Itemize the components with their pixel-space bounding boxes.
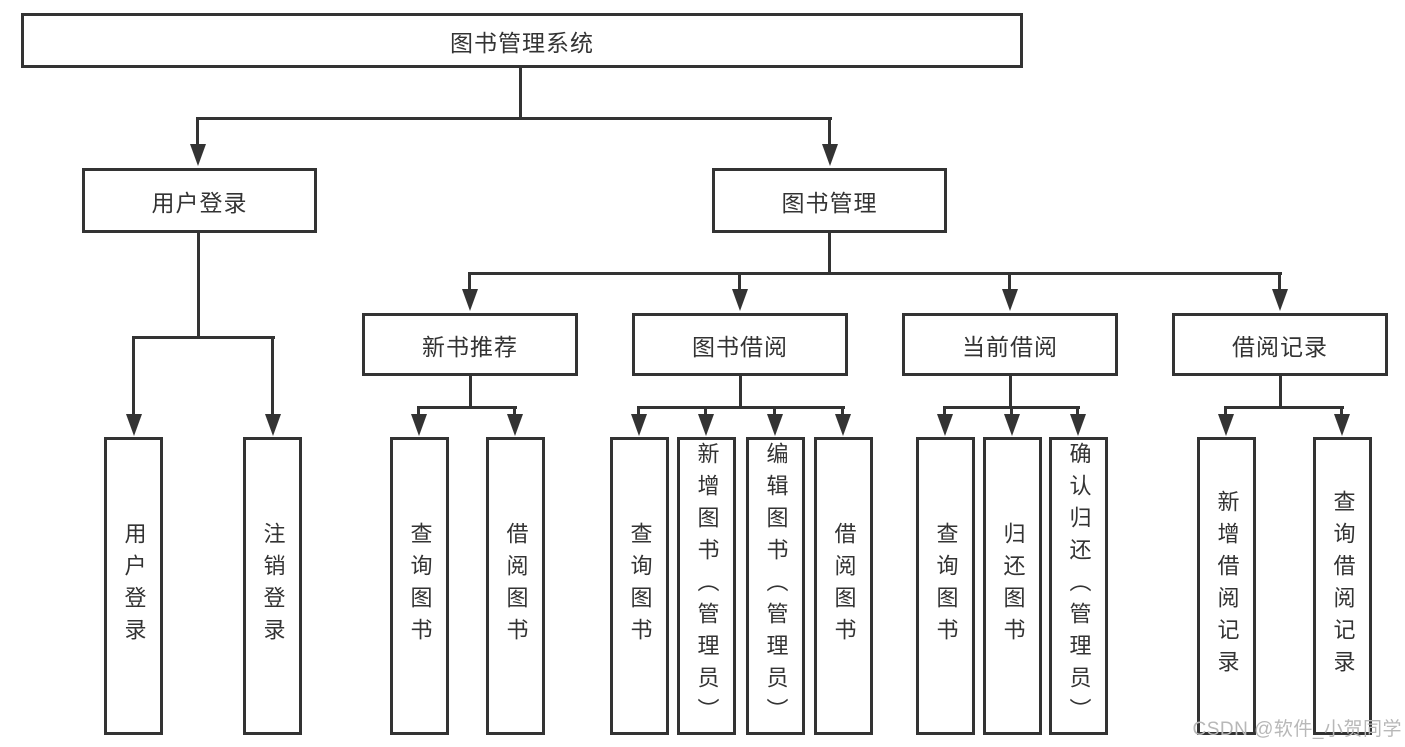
leaf-logout-label: 注销登录 <box>260 522 286 650</box>
arrow-down-icon <box>697 406 714 436</box>
leaf-user-login: 用户登录 <box>104 437 163 735</box>
connector-line <box>739 376 742 408</box>
leaf-query-books-borrowing-label: 查询图书 <box>627 522 653 650</box>
arrow-down-icon <box>1069 406 1086 436</box>
arrow-down-icon <box>1333 406 1350 436</box>
node-book-management-label: 图书管理 <box>781 189 878 216</box>
node-book-management: 图书管理 <box>712 168 947 233</box>
arrow-down-icon <box>834 406 851 436</box>
leaf-query-books-recommend-label: 查询图书 <box>407 522 433 650</box>
node-book-borrowing: 图书借阅 <box>632 313 848 376</box>
arrow-down-icon <box>630 406 647 436</box>
connector-line <box>469 376 472 408</box>
arrow-down-icon <box>125 336 142 436</box>
leaf-return-books: 归还图书 <box>983 437 1042 735</box>
leaf-confirm-return-admin-label: 确认归还（管理员） <box>1066 442 1092 730</box>
connector-line <box>1279 376 1282 408</box>
node-current-borrowing-label: 当前借阅 <box>962 333 1058 360</box>
connector-line <box>1224 406 1344 409</box>
leaf-borrow-books-borrowing: 借阅图书 <box>814 437 873 735</box>
connector-line <box>197 233 200 338</box>
leaf-borrow-books-recommend-label: 借阅图书 <box>503 522 529 650</box>
node-user-login-label: 用户登录 <box>151 189 248 216</box>
connector-line <box>637 406 845 409</box>
leaf-return-books-label: 归还图书 <box>1000 522 1026 650</box>
connector-line <box>468 272 1282 275</box>
node-borrowing-records-label: 借阅记录 <box>1232 333 1328 360</box>
connector-line <box>132 336 275 339</box>
leaf-add-books-admin-label: 新增图书（管理员） <box>694 442 720 730</box>
leaf-query-borrow-record: 查询借阅记录 <box>1313 437 1372 735</box>
connector-line <box>196 117 832 120</box>
arrow-down-icon <box>189 117 206 166</box>
watermark: CSDN @软件_小贺同学 <box>1192 719 1402 740</box>
arrow-down-icon <box>731 272 748 311</box>
node-new-book-recommend-label: 新书推荐 <box>422 333 518 360</box>
arrow-down-icon <box>936 406 953 436</box>
node-book-borrowing-label: 图书借阅 <box>692 333 788 360</box>
connector-line <box>1009 376 1012 408</box>
node-borrowing-records: 借阅记录 <box>1172 313 1388 376</box>
connector-line <box>519 68 522 119</box>
leaf-query-borrow-record-label: 查询借阅记录 <box>1330 490 1356 682</box>
arrow-down-icon <box>1001 272 1018 311</box>
node-new-book-recommend: 新书推荐 <box>362 313 578 376</box>
leaf-borrow-books-recommend: 借阅图书 <box>486 437 545 735</box>
leaf-query-books-current: 查询图书 <box>916 437 975 735</box>
leaf-query-books-borrowing: 查询图书 <box>610 437 669 735</box>
node-user-login: 用户登录 <box>82 168 317 233</box>
leaf-add-books-admin: 新增图书（管理员） <box>677 437 736 735</box>
leaf-logout: 注销登录 <box>243 437 302 735</box>
leaf-query-books-recommend: 查询图书 <box>390 437 449 735</box>
leaf-edit-books-admin: 编辑图书（管理员） <box>746 437 805 735</box>
node-root-label: 图书管理系统 <box>450 29 594 56</box>
arrow-down-icon <box>1003 406 1020 436</box>
connector-line <box>828 233 831 274</box>
arrow-down-icon <box>264 336 281 436</box>
leaf-add-borrow-record-label: 新增借阅记录 <box>1214 490 1240 682</box>
arrow-down-icon <box>1217 406 1234 436</box>
arrow-down-icon <box>1271 272 1288 311</box>
leaf-edit-books-admin-label: 编辑图书（管理员） <box>763 442 789 730</box>
connector-line <box>417 406 517 409</box>
leaf-add-borrow-record: 新增借阅记录 <box>1197 437 1256 735</box>
arrow-down-icon <box>821 117 838 166</box>
arrow-down-icon <box>506 406 523 436</box>
arrow-down-icon <box>461 272 478 311</box>
arrow-down-icon <box>410 406 427 436</box>
node-root: 图书管理系统 <box>21 13 1023 68</box>
node-current-borrowing: 当前借阅 <box>902 313 1118 376</box>
arrow-down-icon <box>766 406 783 436</box>
leaf-user-login-label: 用户登录 <box>121 522 147 650</box>
leaf-confirm-return-admin: 确认归还（管理员） <box>1049 437 1108 735</box>
leaf-borrow-books-borrowing-label: 借阅图书 <box>831 522 857 650</box>
leaf-query-books-current-label: 查询图书 <box>933 522 959 650</box>
